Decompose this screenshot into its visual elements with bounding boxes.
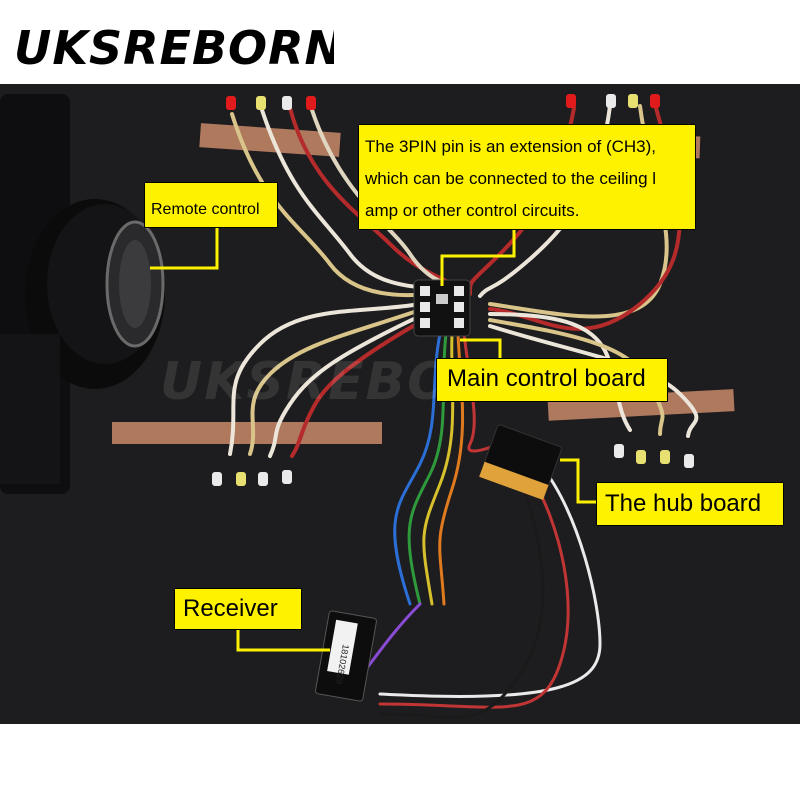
callout-main-control-board: Main control board: [436, 358, 668, 402]
wiring-harness: [228, 104, 699, 719]
photo-illustration: 18102629: [0, 94, 735, 719]
callout-3pin-line-1: The 3PIN pin is an extension of (CH3),: [365, 137, 657, 156]
callout-3pin: The 3PIN pin is an extension of (CH3), w…: [358, 124, 696, 230]
callout-hub-board-text: The hub board: [605, 490, 762, 517]
receiver-module: 18102629: [315, 610, 377, 702]
main-control-board: [413, 279, 471, 337]
hub-board: [479, 424, 562, 501]
led-set-bottom-left: [212, 470, 292, 486]
callout-hub-board: The hub board: [596, 482, 784, 526]
callout-receiver-text: Receiver: [183, 595, 278, 622]
callout-main-control-board-text: Main control board: [447, 365, 646, 392]
brand-logo: UKSREBORN: [14, 21, 334, 75]
callout-3pin-line-3: amp or other control circuits.: [365, 201, 580, 220]
remote-control: [0, 94, 165, 494]
led-set-top-left: [226, 96, 316, 110]
callout-receiver: Receiver: [174, 588, 302, 630]
callout-3pin-line-2: which can be connected to the ceiling l: [365, 169, 657, 188]
callout-remote-control: Remote control: [144, 182, 278, 228]
callout-remote-control-text: Remote control: [151, 201, 260, 218]
brand-logo-text: UKSREBORN: [14, 21, 334, 75]
led-set-top-right: [566, 94, 660, 108]
led-set-bottom-right: [614, 444, 694, 468]
